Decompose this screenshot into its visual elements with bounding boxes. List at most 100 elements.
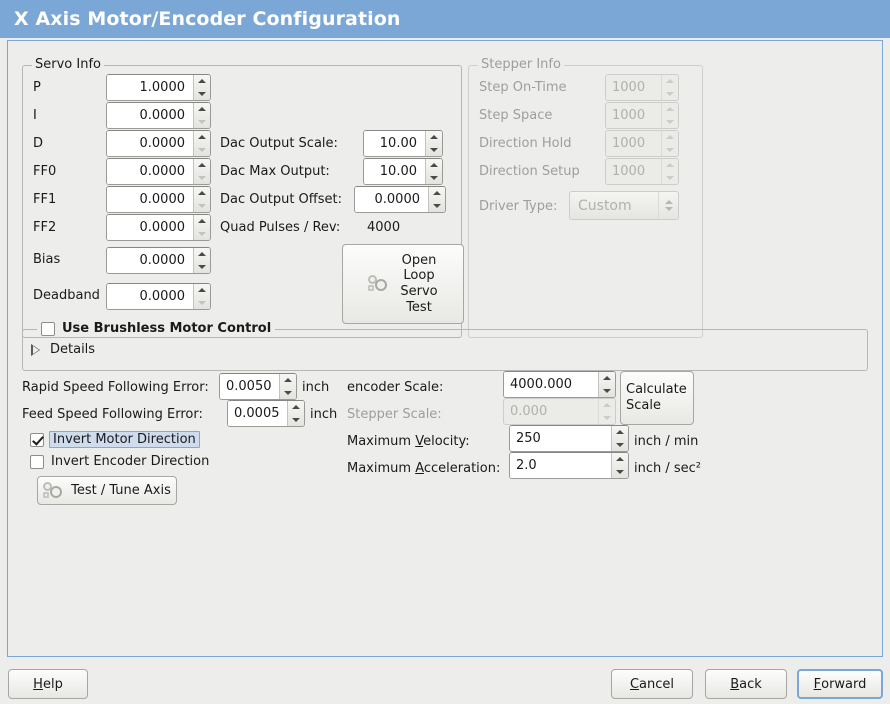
spin-step-space-up[interactable]: [662, 103, 678, 116]
spin-step-space-value[interactable]: 1000: [606, 103, 661, 128]
spin-stepper-scale-value[interactable]: 0.000: [504, 399, 598, 424]
spin-step-space[interactable]: 1000: [605, 102, 679, 129]
spin-maximum-acceleration[interactable]: 2.0: [509, 452, 629, 479]
spin-direction-setup-down[interactable]: [662, 172, 678, 185]
spin-ff1-buttons[interactable]: [193, 187, 210, 212]
spin-d-buttons[interactable]: [193, 131, 210, 156]
spin-ff0-down[interactable]: [194, 172, 210, 185]
spin-stepper-scale-buttons[interactable]: [598, 399, 615, 424]
spin-d-down[interactable]: [194, 144, 210, 157]
spin-stepper-scale-up[interactable]: [599, 399, 615, 412]
spin-encoder-scale-value[interactable]: 4000.000: [504, 372, 598, 397]
spin-encoder-scale-buttons[interactable]: [598, 372, 615, 397]
spin-bias-up[interactable]: [194, 248, 210, 261]
spin-feed-following-error-down[interactable]: [288, 414, 304, 427]
spin-deadband-down[interactable]: [194, 297, 210, 310]
invert-encoder-direction-checkbox[interactable]: Invert Encoder Direction: [30, 454, 209, 469]
spin-deadband[interactable]: 0.0000: [106, 283, 211, 310]
spin-maximum-velocity-down[interactable]: [612, 439, 628, 452]
spin-ff0-buttons[interactable]: [193, 159, 210, 184]
spin-deadband-value[interactable]: 0.0000: [107, 284, 193, 309]
spin-dac-output-offset-value[interactable]: 0.0000: [355, 187, 428, 212]
spin-maximum-velocity-up[interactable]: [612, 426, 628, 439]
spin-dac-output-offset-buttons[interactable]: [428, 187, 445, 212]
spin-encoder-scale[interactable]: 4000.000: [503, 371, 616, 398]
invert-motor-checkbox-box[interactable]: [30, 432, 44, 447]
spin-d-up[interactable]: [194, 131, 210, 144]
spin-maximum-acceleration-up[interactable]: [612, 453, 628, 466]
spin-maximum-acceleration-value[interactable]: 2.0: [510, 453, 611, 478]
spin-ff1-down[interactable]: [194, 200, 210, 213]
spin-dac-output-offset-down[interactable]: [429, 200, 445, 213]
spin-dac-max-output[interactable]: 10.00: [363, 158, 443, 185]
chevron-updown-icon[interactable]: [658, 192, 678, 219]
spin-step-on-time-buttons[interactable]: [661, 75, 678, 100]
driver-type-combo[interactable]: Custom: [569, 191, 679, 220]
spin-encoder-scale-down[interactable]: [599, 385, 615, 398]
spin-ff2[interactable]: 0.0000: [106, 214, 211, 241]
spin-direction-hold-up[interactable]: [662, 131, 678, 144]
spin-d-value[interactable]: 0.0000: [107, 131, 193, 156]
spin-p-down[interactable]: [194, 88, 210, 101]
spin-rapid-following-error-buttons[interactable]: [279, 374, 296, 399]
spin-step-space-buttons[interactable]: [661, 103, 678, 128]
spin-p-up[interactable]: [194, 75, 210, 88]
spin-feed-following-error[interactable]: 0.0005: [227, 400, 305, 427]
brushless-checkbox-box[interactable]: [41, 321, 55, 336]
spin-i-down[interactable]: [194, 116, 210, 129]
spin-step-on-time[interactable]: 1000: [605, 74, 679, 101]
spin-dac-max-output-buttons[interactable]: [425, 159, 442, 184]
spin-rapid-following-error-up[interactable]: [280, 374, 296, 387]
spin-step-space-down[interactable]: [662, 116, 678, 129]
spin-bias-buttons[interactable]: [193, 248, 210, 273]
spin-ff2-value[interactable]: 0.0000: [107, 215, 193, 240]
calculate-scale-button[interactable]: Calculate Scale: [620, 371, 694, 425]
spin-dac-output-offset[interactable]: 0.0000: [354, 186, 446, 213]
spin-ff0-up[interactable]: [194, 159, 210, 172]
use-brushless-motor-control-checkbox[interactable]: Use Brushless Motor Control: [37, 321, 276, 336]
spin-dac-output-scale-value[interactable]: 10.00: [364, 131, 425, 156]
spin-ff1-up[interactable]: [194, 187, 210, 200]
spin-feed-following-error-up[interactable]: [288, 401, 304, 414]
spin-direction-hold-value[interactable]: 1000: [606, 131, 661, 156]
spin-maximum-velocity[interactable]: 250: [509, 425, 629, 452]
spin-ff1[interactable]: 0.0000: [106, 186, 211, 213]
spin-deadband-up[interactable]: [194, 284, 210, 297]
spin-step-on-time-value[interactable]: 1000: [606, 75, 661, 100]
spin-dac-output-scale-up[interactable]: [426, 131, 442, 144]
spin-i-buttons[interactable]: [193, 103, 210, 128]
spin-direction-setup[interactable]: 1000: [605, 158, 679, 185]
spin-deadband-buttons[interactable]: [193, 284, 210, 309]
spin-i-value[interactable]: 0.0000: [107, 103, 193, 128]
spin-rapid-following-error[interactable]: 0.0050: [219, 373, 297, 400]
spin-step-on-time-up[interactable]: [662, 75, 678, 88]
spin-rapid-following-error-value[interactable]: 0.0050: [220, 374, 279, 399]
spin-direction-hold-down[interactable]: [662, 144, 678, 157]
spin-rapid-following-error-down[interactable]: [280, 387, 296, 400]
spin-step-on-time-down[interactable]: [662, 88, 678, 101]
details-expander[interactable]: Details: [31, 342, 95, 357]
spin-encoder-scale-up[interactable]: [599, 372, 615, 385]
spin-direction-setup-buttons[interactable]: [661, 159, 678, 184]
spin-direction-hold[interactable]: 1000: [605, 130, 679, 157]
spin-i[interactable]: 0.0000: [106, 102, 211, 129]
spin-p-buttons[interactable]: [193, 75, 210, 100]
spin-dac-max-output-up[interactable]: [426, 159, 442, 172]
spin-maximum-acceleration-buttons[interactable]: [611, 453, 628, 478]
spin-direction-setup-up[interactable]: [662, 159, 678, 172]
spin-p[interactable]: 1.0000: [106, 74, 211, 101]
spin-maximum-velocity-buttons[interactable]: [611, 426, 628, 451]
spin-ff0-value[interactable]: 0.0000: [107, 159, 193, 184]
spin-bias-value[interactable]: 0.0000: [107, 248, 193, 273]
spin-feed-following-error-value[interactable]: 0.0005: [228, 401, 287, 426]
spin-bias[interactable]: 0.0000: [106, 247, 211, 274]
spin-dac-output-scale[interactable]: 10.00: [363, 130, 443, 157]
test-tune-axis-button[interactable]: Test / Tune Axis: [37, 476, 177, 505]
open-loop-servo-test-button[interactable]: Open Loop Servo Test: [342, 244, 464, 324]
chevron-right-icon[interactable]: [31, 343, 40, 356]
spin-bias-down[interactable]: [194, 261, 210, 274]
spin-stepper-scale[interactable]: 0.000: [503, 398, 616, 425]
